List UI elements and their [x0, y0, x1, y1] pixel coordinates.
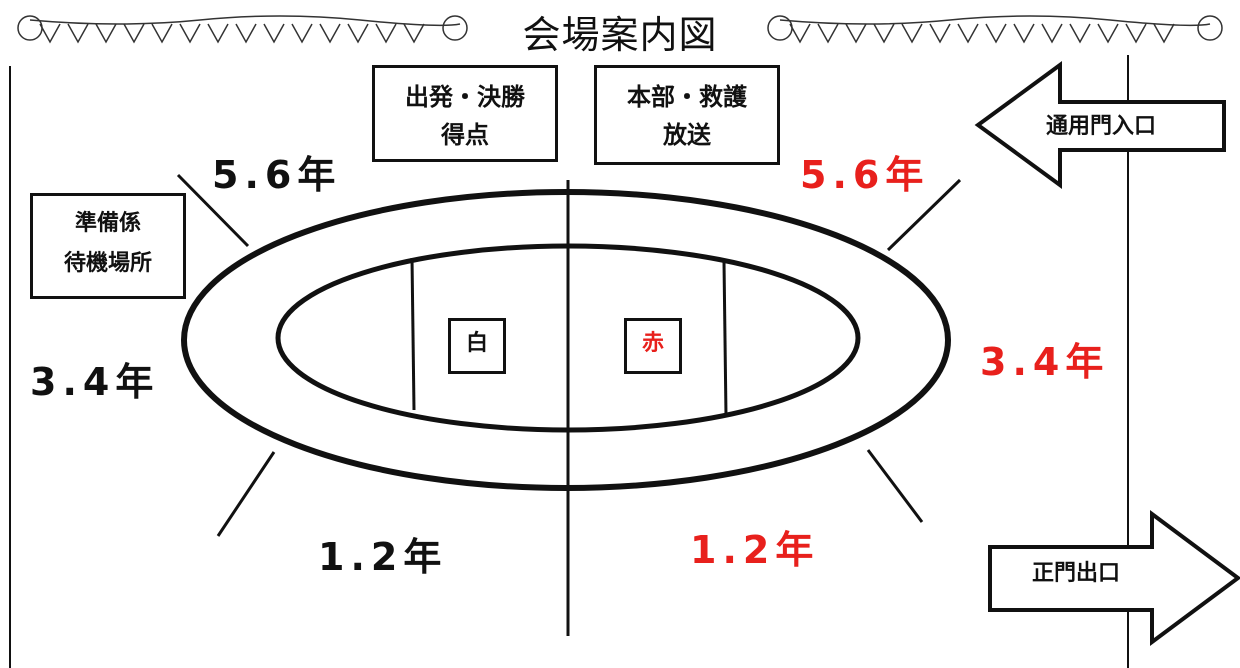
start-finish-box: 出発・決勝 得点: [372, 65, 558, 162]
exit-arrow: [988, 510, 1240, 646]
entry-gate-label: 通用門入口: [1046, 114, 1157, 139]
page-title: 会場案内図: [522, 13, 718, 57]
entry-arrow: [974, 61, 1226, 189]
headquarters-label: 本部・救護: [627, 83, 747, 111]
headquarters-box: 本部・救護 放送: [594, 65, 780, 165]
left-grade-3-4: 3.4年: [30, 360, 160, 404]
bunting-left: [17, 15, 468, 44]
seat-divider-bottom-right: [866, 449, 924, 523]
left-grade-5-6: 5.6年: [212, 153, 342, 197]
red-team-box: 赤: [624, 318, 682, 374]
right-grade-1-2: 1.2年: [690, 528, 820, 572]
broadcast-label: 放送: [663, 121, 711, 149]
outer-track: [181, 189, 951, 491]
right-grade-5-6: 5.6年: [800, 153, 930, 197]
exit-gate-label: 正門出口: [1032, 561, 1121, 586]
seat-divider-top-right: [886, 178, 962, 252]
preparation-area-box: 準備係 待機場所: [30, 193, 186, 299]
white-zone-line: [410, 257, 416, 411]
bunting-right: [767, 15, 1223, 44]
left-grade-1-2: 1.2年: [318, 535, 448, 579]
waiting-area-label: 待機場所: [63, 251, 152, 276]
seat-divider-top-left: [176, 173, 250, 248]
seat-divider-bottom-left: [216, 451, 276, 537]
preparation-label: 準備係: [74, 211, 141, 236]
white-team-box: 白: [448, 318, 506, 374]
start-finish-label: 出発・決勝: [405, 83, 525, 111]
scoring-label: 得点: [441, 121, 489, 149]
right-grade-3-4: 3.4年: [980, 340, 1110, 384]
red-zone-line: [722, 261, 728, 417]
